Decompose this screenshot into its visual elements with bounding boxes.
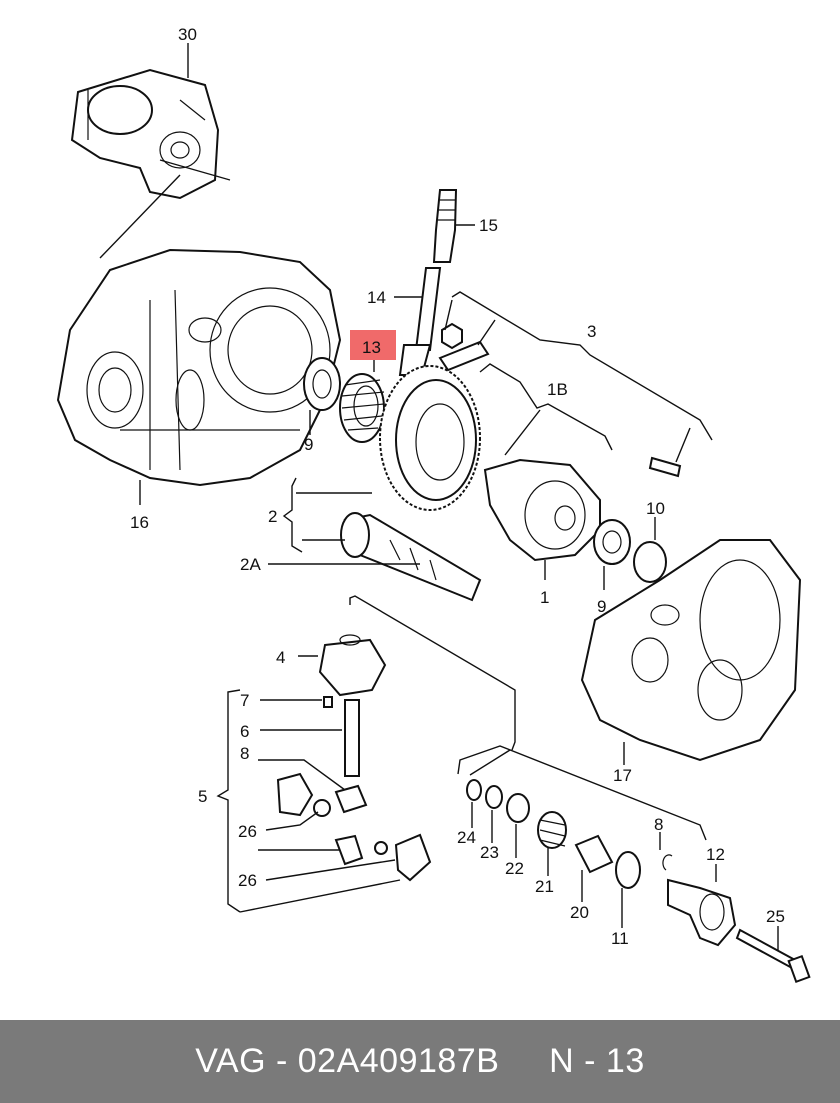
callout-24: 24 (457, 828, 476, 847)
part-23-washer (485, 785, 503, 809)
parts-diagram: 30 15 14 13 3 1B 9 16 2 2A 10 1 9 4 7 6 … (56, 25, 811, 984)
callout-9-left: 9 (304, 435, 313, 454)
part-9-bearing-right (593, 519, 631, 565)
callout-1: 1 (540, 588, 549, 607)
part-21-spring (537, 811, 567, 849)
part-1B-ring-gear (379, 365, 481, 511)
part-26-gear-lower (334, 833, 432, 882)
callout-21: 21 (535, 877, 554, 896)
part-number-footer: VAG - 02A409187B N - 13 (0, 1020, 840, 1103)
callout-1B: 1B (547, 380, 568, 399)
footer-brand: VAG (195, 1042, 267, 1080)
callout-14: 14 (367, 288, 386, 307)
callout-12: 12 (706, 845, 725, 864)
part-7-pin (323, 696, 333, 708)
part-17-housing-right (580, 539, 802, 762)
part-22-ring (506, 793, 530, 823)
callout-16: 16 (130, 513, 149, 532)
callout-8-lower: 8 (654, 815, 663, 834)
callout-9-right: 9 (597, 597, 606, 616)
callout-5: 5 (198, 787, 207, 806)
callout-26-upper: 26 (238, 822, 257, 841)
callout-6: 6 (240, 722, 249, 741)
callout-13: 13 (362, 338, 381, 357)
callout-15: 15 (479, 216, 498, 235)
part-20-sleeve (574, 834, 614, 874)
callout-labels: 30 15 14 13 3 1B 9 16 2 2A 10 1 9 4 7 6 … (130, 25, 785, 948)
part-3-fasteners (438, 322, 682, 478)
callout-4: 4 (276, 648, 285, 667)
part-4-cross (318, 634, 387, 697)
part-14-shaft (398, 267, 442, 376)
part-16-housing-left (56, 248, 342, 487)
callout-25: 25 (766, 907, 785, 926)
callout-8-upper: 8 (240, 744, 249, 763)
part-6-shaft (344, 699, 360, 777)
footer-part-number: 02A409187B (297, 1042, 500, 1080)
part-12-flange (667, 878, 737, 947)
callout-20: 20 (570, 903, 589, 922)
part-2-pinion-shaft (340, 512, 482, 602)
callout-22: 22 (505, 859, 524, 878)
callout-11: 11 (611, 929, 629, 948)
part-10-ring (633, 541, 667, 583)
callout-13-highlight (350, 330, 396, 360)
part-15-shaft (432, 189, 458, 263)
callout-26-lower: 26 (238, 871, 257, 890)
callout-2A: 2A (240, 555, 261, 574)
part-1-differential (483, 458, 601, 562)
callout-23: 23 (480, 843, 499, 862)
callout-2: 2 (268, 507, 277, 526)
part-8-circlip (662, 854, 673, 871)
callout-10: 10 (646, 499, 665, 518)
callout-17: 17 (613, 766, 632, 785)
callout-7: 7 (240, 691, 249, 710)
part-9-bearing-left (303, 357, 341, 411)
part-24-circlip (466, 779, 482, 801)
part-26-gear-left (276, 772, 331, 817)
footer-separator: - (275, 1042, 288, 1080)
part-30-actuator (70, 68, 231, 200)
part-8-gear-small (334, 784, 368, 814)
part-25-bolt (735, 928, 811, 984)
callout-30: 30 (178, 25, 197, 44)
footer-n-label: N - 13 (549, 1042, 645, 1080)
part-11-bearing (615, 851, 641, 889)
leader-lines (99, 43, 779, 950)
part-13-bearing (339, 373, 385, 443)
callout-3: 3 (587, 322, 596, 341)
